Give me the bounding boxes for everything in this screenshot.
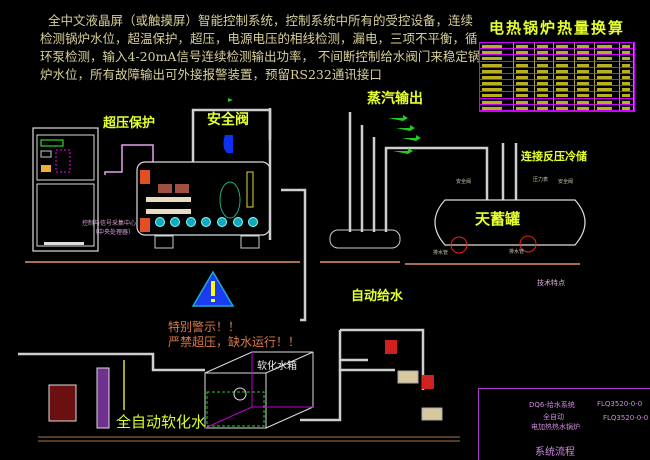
warning-text-1: 特别警示！！ — [168, 320, 241, 334]
label-connect-tank: 连接反压冷储 — [521, 150, 587, 163]
boiler — [136, 135, 271, 249]
intro-paragraph: 全中文液晶屏（或触摸屏）智能控制系统，控制系统中所有的受控设备，连续 检测锅炉水… — [40, 12, 480, 84]
control-cabinet — [32, 127, 99, 252]
title-drawing-name: 系统流程 — [535, 447, 575, 458]
label-tank-safety-valve: 安全阀 — [456, 179, 472, 185]
flow-arrows — [215, 98, 421, 154]
label-safety-valve: 安全阀 — [207, 112, 249, 128]
intro-line: 全中文液晶屏（或触摸屏）智能控制系统，控制系统中所有的受控设备，连续 — [48, 13, 474, 28]
heat-conversion-table — [479, 42, 635, 112]
title-block: DQ6-给水系统 FLQ3520-0-0 FLQ3520-0-0 全自动 电加热… — [478, 388, 650, 460]
warning-text-2: 严禁超压，缺水运行！！ — [168, 335, 301, 349]
label-overpressure: 超压保护 — [103, 116, 156, 131]
intro-line: 环泵检测，输入4-20mA信号连续检测输出功率， 不间断控制给水阀门来稳定锅 — [40, 49, 481, 64]
title-product-2: 电加热热水锅炉 — [531, 423, 580, 431]
label-soft-tank: 软化水箱 — [257, 361, 297, 372]
intro-line: 检测锅炉水位，超温保护，超压，电源电压的相线检测，漏电，三项不平衡，循 — [40, 31, 478, 46]
heat-table-title: 电热锅炉热量换算 — [489, 19, 626, 37]
label-tank-safety-valve-2: 安全阀 — [558, 179, 574, 185]
soft-water-tank — [204, 351, 314, 429]
feed-pumps — [397, 370, 443, 421]
label-tank-pressure-gauge: 压力表 — [533, 177, 549, 183]
label-drain-1: 排水管 — [433, 250, 449, 256]
tech-notes-title: 技术特点 — [537, 279, 565, 287]
title-code: FLQ3520-0-0 — [597, 400, 643, 408]
label-control-center: 控制与信号采集中心 — [82, 220, 137, 227]
water-softener — [48, 360, 125, 429]
steam-manifold — [329, 229, 401, 249]
label-auto-feed: 自动给水 — [351, 289, 404, 304]
label-drain-2: 排水管 — [509, 249, 525, 255]
storage-tank — [434, 199, 586, 254]
warning-icon — [191, 270, 235, 307]
label-storage-tank: 天蓄罐 — [475, 210, 521, 228]
safety-valve-icon — [223, 135, 233, 153]
title-product-1: 全自动 — [543, 413, 564, 421]
feed-valves — [385, 340, 434, 389]
label-auto-soften: 全自动软化水 — [116, 413, 207, 431]
label-steam-output: 蒸汽输出 — [367, 91, 423, 107]
intro-line: 炉水位，所有故障输出可外接报警装置，预留RS232通讯接口 — [40, 67, 382, 82]
title-system: DQ6-给水系统 — [529, 401, 575, 409]
title-code-2: FLQ3520-0-0 — [603, 414, 649, 422]
label-control-center-sub: （中央处理器） — [92, 229, 135, 236]
